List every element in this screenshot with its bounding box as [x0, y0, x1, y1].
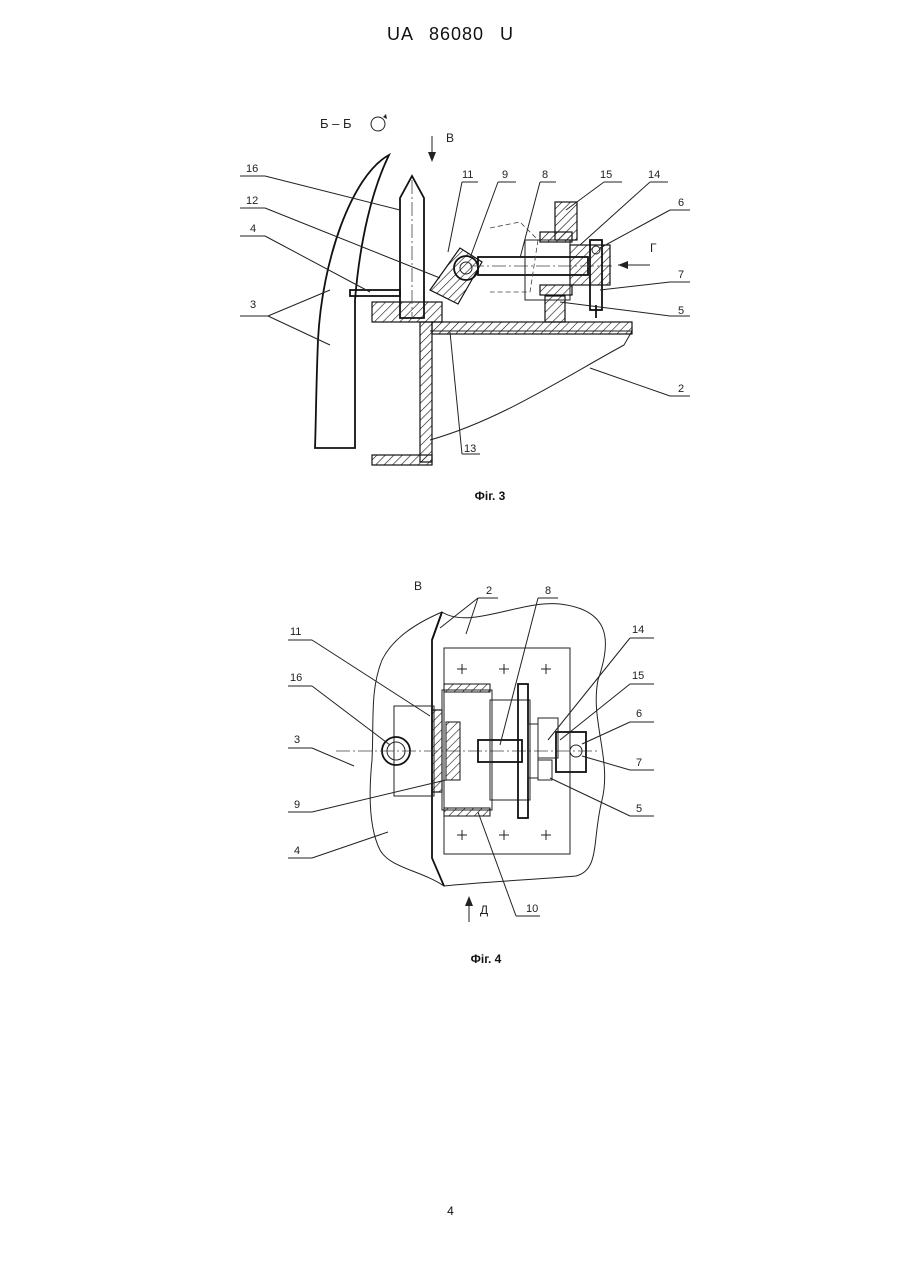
fig4-callout-3: 3	[294, 734, 300, 746]
page-number: 4	[0, 1204, 901, 1218]
fig4-callout-14: 14	[632, 624, 644, 636]
figure-4-caption: Фіг. 4	[426, 952, 546, 966]
fig4-callout-10: 10	[526, 903, 538, 915]
fig4-callout-8: 8	[545, 585, 551, 597]
fig4-callout-2: 2	[486, 585, 492, 597]
fig4-view-label-d: Д	[480, 903, 488, 917]
fig4-view-label-v: В	[414, 579, 422, 593]
fig4-callout-5: 5	[636, 803, 642, 815]
fig4-callout-16: 16	[290, 672, 302, 684]
fig4-callout-6: 6	[636, 708, 642, 720]
fig4-part-15-block	[538, 718, 558, 758]
figure-4-drawing: В Д	[0, 0, 901, 960]
fig4-callout-9: 9	[294, 799, 300, 811]
fig4-callout-7: 7	[636, 757, 642, 769]
fig4-callout-4: 4	[294, 845, 300, 857]
view-arrow-d	[465, 896, 473, 922]
fig4-callout-15: 15	[632, 670, 644, 682]
fig4-part-5-bolt	[538, 760, 552, 780]
fig4-leader-lines	[288, 598, 654, 916]
fig4-callout-11: 11	[290, 626, 301, 638]
